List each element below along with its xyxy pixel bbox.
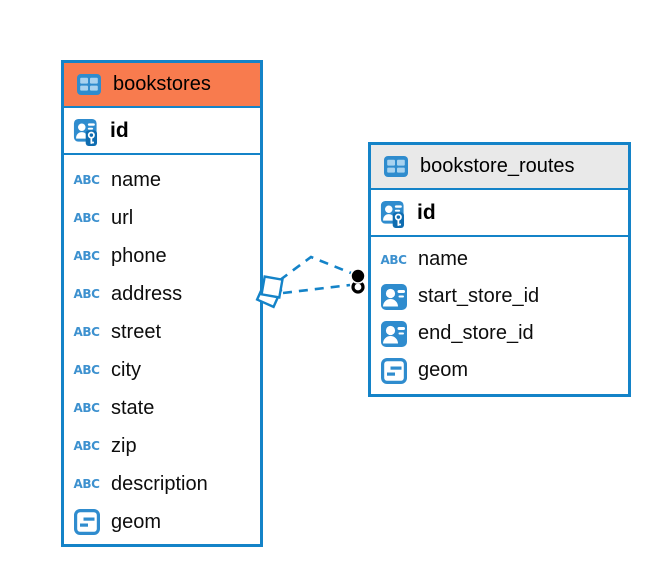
column-name: name [418,248,469,270]
text-type-icon: ABC [73,211,100,225]
text-type-icon: ABC [73,173,100,187]
column-name: state [111,396,155,419]
column-row-id[interactable]: id [371,190,628,237]
text-type-icon: ABC [73,363,100,377]
column-row-address[interactable]: ABC address [64,275,260,313]
column-row-city[interactable]: ABC city [64,351,260,389]
column-name: geom [418,359,469,381]
column-name: end_store_id [418,322,534,344]
column-name: address [111,282,183,305]
geometry-type-icon [71,509,102,536]
column-row-geom[interactable]: geom [371,352,628,389]
text-type-icon: ABC [73,477,100,491]
foreign-key-icon [378,320,409,347]
table-header[interactable]: bookstores [64,63,260,108]
column-name: name [111,168,162,191]
table-title: bookstore_routes [420,155,575,177]
column-name: id [417,200,436,224]
column-name: start_store_id [418,285,540,307]
column-row-url[interactable]: ABC url [64,199,260,237]
column-name: street [111,320,162,343]
text-type-icon: ABC [73,439,100,453]
column-name: description [111,472,208,495]
column-list: ABC name start_store_id end_store_id geom [371,237,628,392]
column-name: phone [111,244,167,267]
primary-key-icon [378,199,409,228]
column-name: url [111,206,134,229]
column-name: city [111,358,141,381]
table-header[interactable]: bookstore_routes [371,145,628,190]
column-row-zip[interactable]: ABC zip [64,427,260,465]
column-row-geom[interactable]: geom [64,503,260,541]
text-type-icon: ABC [73,249,100,263]
text-type-icon: ABC [73,401,100,415]
geometry-type-icon [378,357,409,384]
text-type-icon: ABC [73,287,100,301]
column-name: zip [111,434,137,457]
table-icon [73,71,104,98]
column-row-state[interactable]: ABC state [64,389,260,427]
text-type-icon: ABC [73,325,100,339]
column-row-start_store_id[interactable]: start_store_id [371,278,628,315]
table-icon [380,153,411,180]
table-title: bookstores [113,73,211,95]
primary-key-icon [71,117,102,146]
text-type-icon: ABC [380,252,407,267]
column-row-street[interactable]: ABC street [64,313,260,351]
column-name: id [110,118,129,142]
foreign-key-icon [378,283,409,310]
column-row-description[interactable]: ABC description [64,465,260,503]
column-row-end_store_id[interactable]: end_store_id [371,315,628,352]
column-row-id[interactable]: id [64,108,260,155]
relationship-line[interactable] [279,255,352,282]
column-row-name[interactable]: ABC name [371,241,628,278]
dot-end-symbol [350,268,366,294]
column-row-name[interactable]: ABC name [64,161,260,199]
column-row-phone[interactable]: ABC phone [64,237,260,275]
relationship-line[interactable] [282,283,351,295]
table-bookstore-routes[interactable]: bookstore_routes id ABC name start_store_… [368,142,631,397]
column-name: geom [111,510,162,533]
